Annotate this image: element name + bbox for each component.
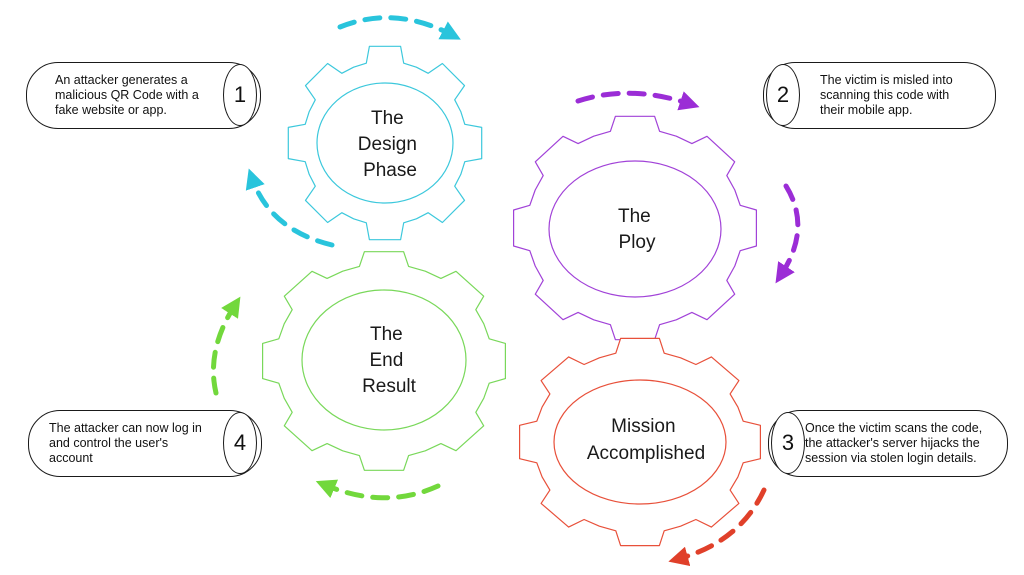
gear-ploy-line-2: Ploy xyxy=(619,232,656,253)
callout-step-4-body: The attacker can now log in and control … xyxy=(49,421,202,465)
gear-ploy-hub xyxy=(548,160,722,298)
gear-design-line-1: The xyxy=(371,108,404,129)
gear-design-line-2: Design xyxy=(358,134,417,155)
gear-end-line-3: Result xyxy=(362,376,417,397)
gear-design-label: The Design Phase xyxy=(358,108,422,181)
callout-step-4-number: 4 xyxy=(223,412,257,474)
callout-step-2-body: The victim is misled into scanning this … xyxy=(820,73,953,117)
callout-step-1-text: An attacker generates a malicious QR Cod… xyxy=(55,63,227,128)
gear-mission-accomplished: Mission Accomplished xyxy=(519,337,761,547)
arrow-mission-bottom xyxy=(668,487,767,566)
callout-step-1: An attacker generates a malicious QR Cod… xyxy=(26,62,261,129)
arrow-end-left xyxy=(211,296,241,396)
gear-end-label: The End Result xyxy=(362,324,417,397)
gear-mission-line-1: Mission xyxy=(611,416,675,437)
callout-step-4: The attacker can now log in and control … xyxy=(28,410,262,477)
callout-step-1-body: An attacker generates a malicious QR Cod… xyxy=(55,73,199,117)
gear-mission-line-2: Accomplished xyxy=(587,443,705,464)
gear-ploy: The Ploy xyxy=(513,115,757,341)
arrow-ploy-top xyxy=(575,90,700,111)
gear-end-result: The End Result xyxy=(262,251,506,471)
gear-mission-label: Mission Accomplished xyxy=(587,416,705,464)
callout-step-1-number: 1 xyxy=(223,64,257,126)
gear-ploy-line-1: The xyxy=(618,206,651,227)
gear-end-line-2: End xyxy=(369,350,403,371)
gear-ploy-label: The Ploy xyxy=(618,206,656,253)
callout-step-2-number: 2 xyxy=(766,64,800,126)
callout-step-3-text: Once the victim scans the code, the atta… xyxy=(805,411,1007,476)
callout-step-4-text: The attacker can now log in and control … xyxy=(49,411,224,476)
gear-design-phase: The Design Phase xyxy=(287,45,483,241)
gear-end-line-1: The xyxy=(370,324,403,345)
arrow-design-left xyxy=(245,168,335,248)
arrow-ploy-right xyxy=(775,183,801,284)
callout-step-3-number: 3 xyxy=(771,412,805,474)
callout-step-2-text: The victim is misled into scanning this … xyxy=(820,63,990,128)
arrow-end-bottom xyxy=(315,479,441,501)
callout-step-3-body: Once the victim scans the code, the atta… xyxy=(805,421,983,465)
gear-mission-hub xyxy=(553,379,727,505)
callout-step-3: 3 Once the victim scans the code, the at… xyxy=(768,410,1008,477)
gear-design-hub xyxy=(316,82,454,204)
gear-end-hub xyxy=(301,289,467,431)
gear-design-line-3: Phase xyxy=(363,160,417,181)
arrow-design-top xyxy=(337,15,461,40)
callout-step-2: 2 The victim is misled into scanning thi… xyxy=(763,62,996,129)
